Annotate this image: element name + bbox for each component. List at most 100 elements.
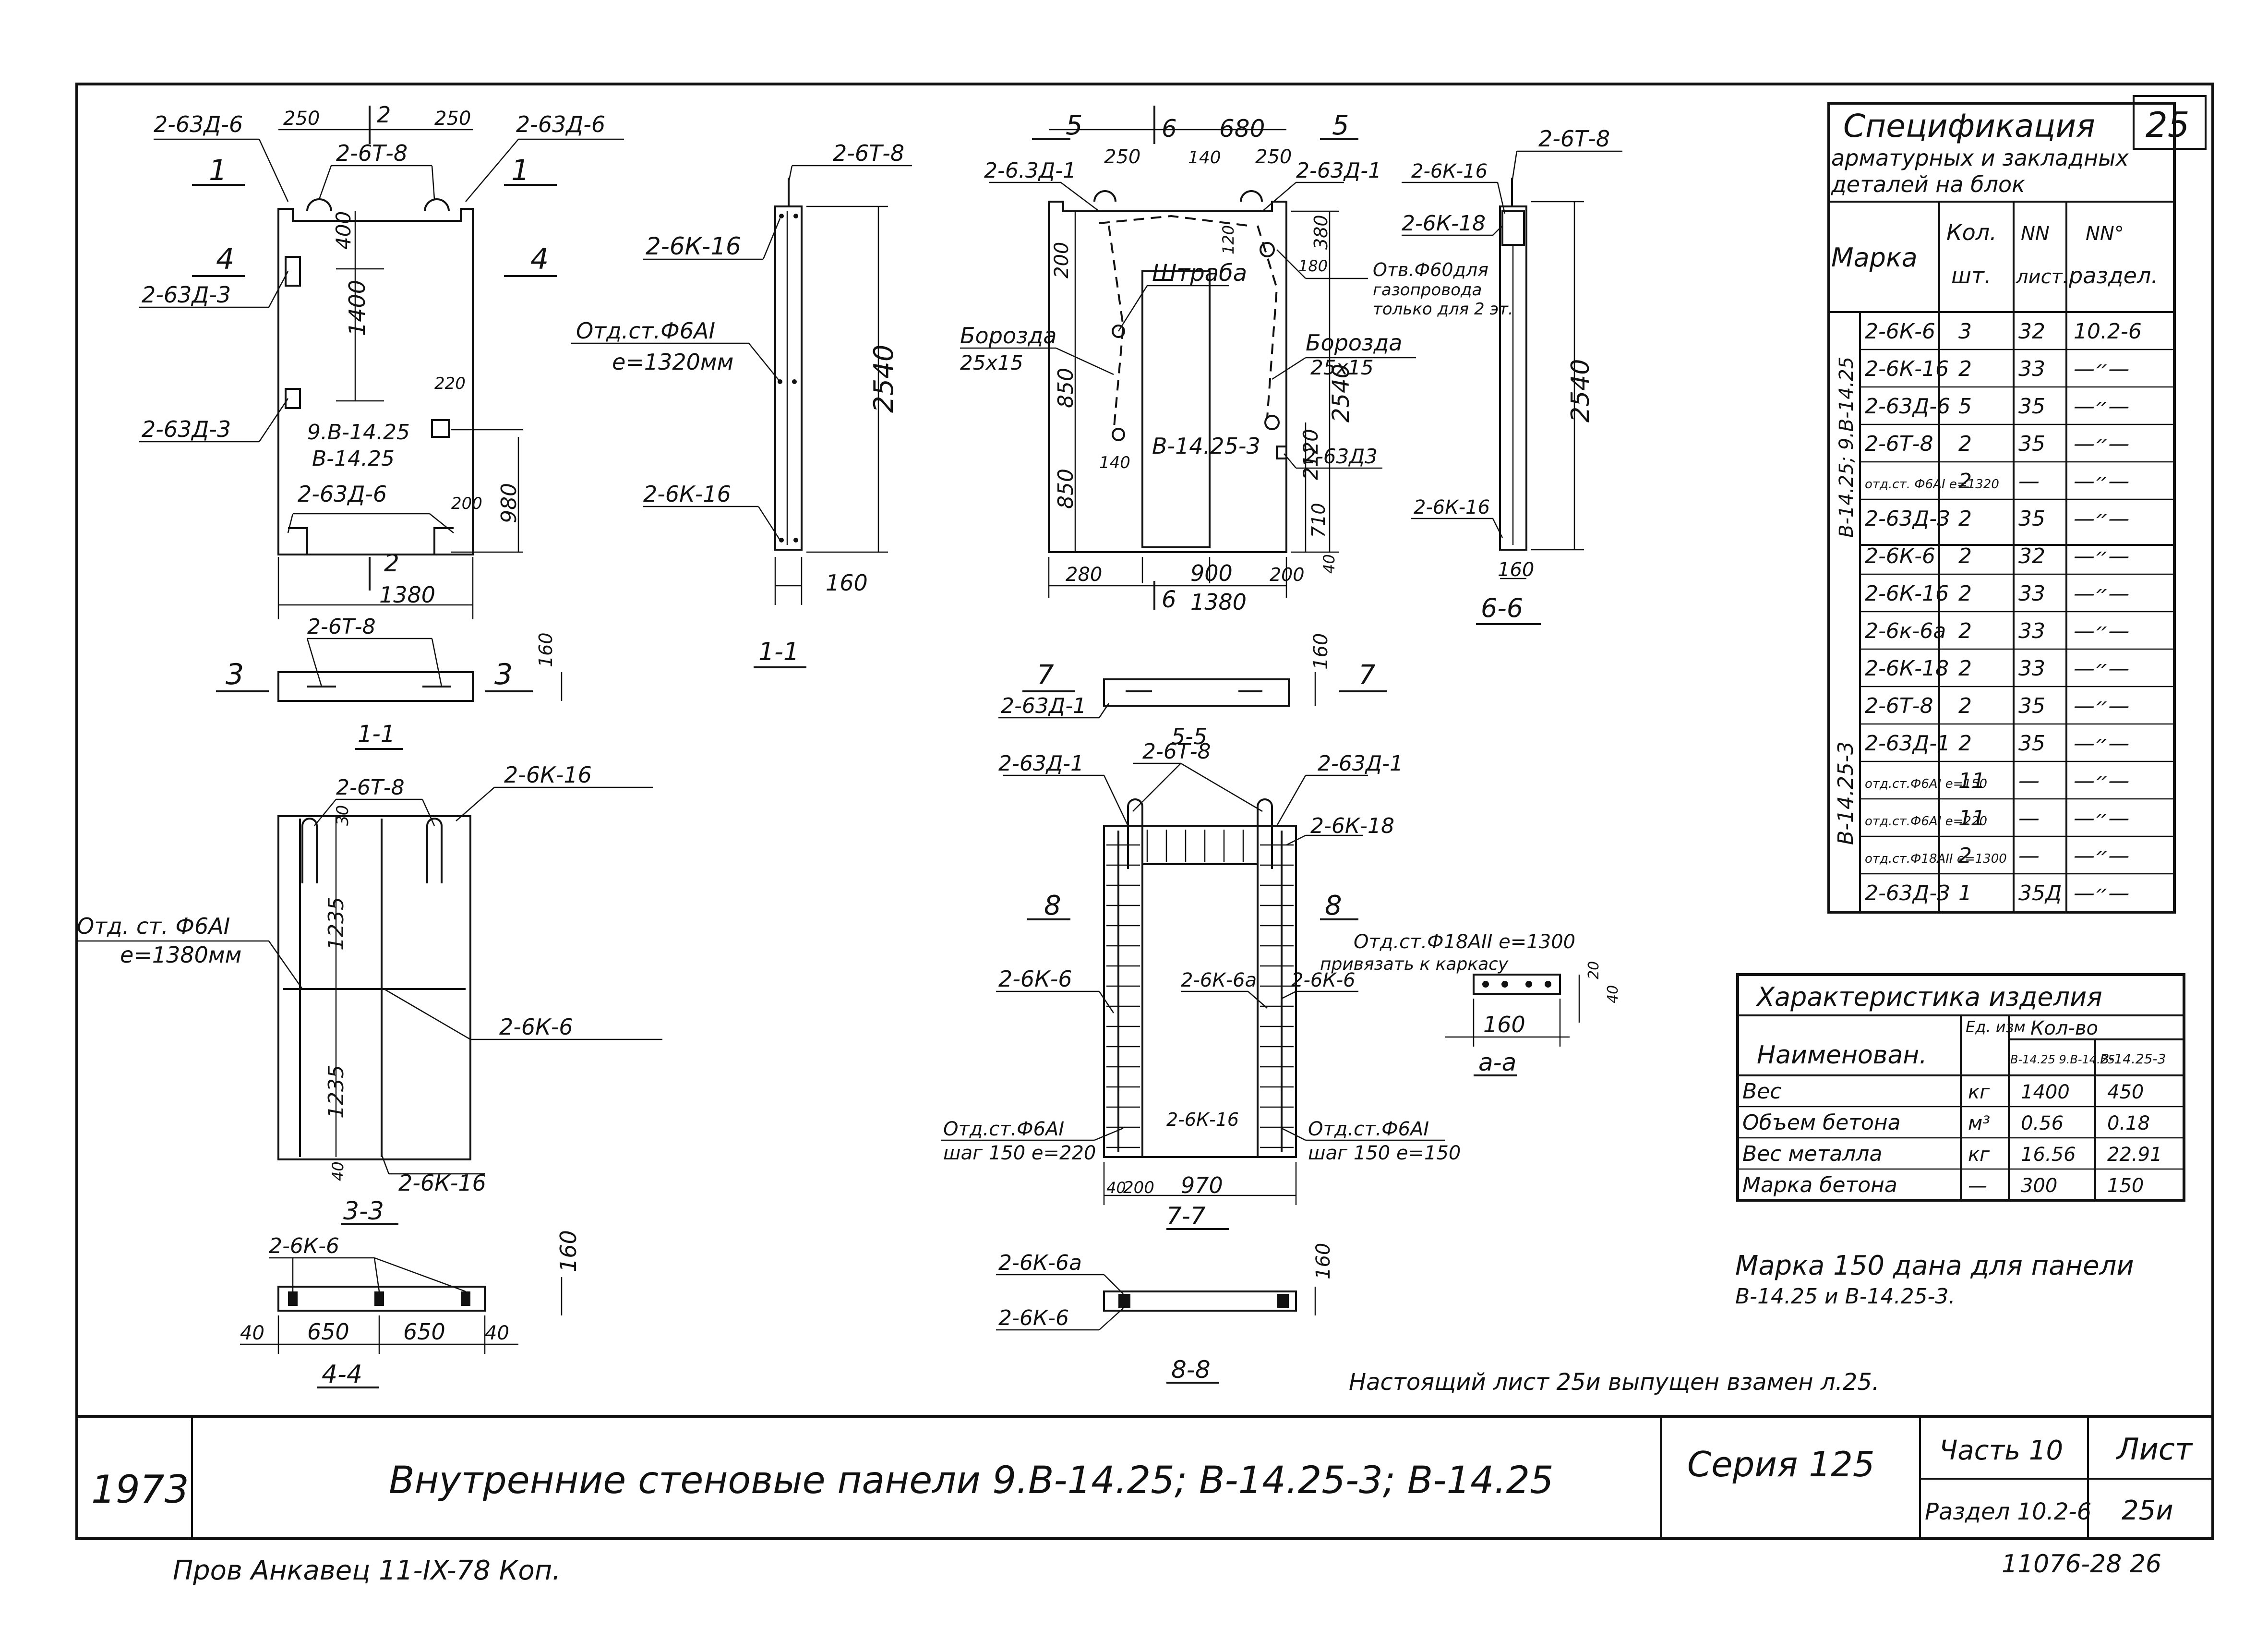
label-v66-t8: 2-6Т-8 xyxy=(1538,126,1610,152)
dim-160-e: 160 xyxy=(555,1230,581,1272)
dim-20: 20 xyxy=(1585,961,1602,979)
view-name-1-1: 1-1 xyxy=(358,721,395,748)
spec-cell: 2 xyxy=(1958,469,1972,494)
spec-cell: 32 xyxy=(2018,319,2045,344)
cage-stirrups xyxy=(1106,830,1294,1148)
view-name-6-6: 6-6 xyxy=(1481,593,1523,623)
view-name-1-1-tall: 1-1 xyxy=(758,638,799,666)
spec-cell: — xyxy=(2018,769,2040,793)
label-v11-k16b: 2-6К-16 xyxy=(643,481,731,507)
label-p1-name2: В-14.25 xyxy=(312,446,395,471)
cut-6-top: 6 xyxy=(1162,115,1177,143)
spec-cell: 10.2-6 xyxy=(2074,319,2142,344)
label-v55-d1a: 2-63Д-1 xyxy=(998,751,1084,776)
spec-cell: —״— xyxy=(2074,769,2129,793)
spec-cell: 2-6Т-8 xyxy=(1865,694,1933,718)
label-p2-hole: Отв.Ф60для xyxy=(1373,259,1488,280)
spec-cell: 2 xyxy=(1958,581,1972,606)
label-p1-top: 2-6Т-8 xyxy=(336,140,408,166)
spec-cell: 2 xyxy=(1958,844,1972,868)
label-v11-rod-len: е=1320мм xyxy=(612,349,733,375)
spec-cell: 35 xyxy=(2018,432,2045,456)
char-header-qty: Кол-во xyxy=(2030,1017,2098,1039)
spec-cell: 35 xyxy=(2018,506,2045,531)
sheet-number-box xyxy=(2133,95,2207,150)
char-cell: кг xyxy=(1968,1081,1990,1103)
title-section: Раздел 10.2-6 xyxy=(1925,1498,2091,1525)
label-p1-tr: 2-63Д-6 xyxy=(516,111,605,137)
cut-1-right: 1 xyxy=(511,154,529,187)
dim-970: 970 xyxy=(1181,1172,1223,1198)
dim-2540-b: 2540 xyxy=(1328,364,1355,422)
footer-archive-number: 11076-28 26 xyxy=(2002,1550,2161,1579)
dim-200-c: 200 xyxy=(1051,242,1073,278)
spec-cell: 33 xyxy=(2018,357,2045,381)
label-v88-k6a: 2-6К-6а xyxy=(998,1251,1082,1275)
view-name-7-7: 7-7 xyxy=(1166,1202,1206,1230)
dim-250d: 250 xyxy=(1255,146,1292,168)
view-name-4-4: 4-4 xyxy=(322,1360,362,1389)
spec-cell: —״— xyxy=(2074,844,2129,868)
char-cell: Вес xyxy=(1742,1079,1781,1104)
char-cell: Объем бетона xyxy=(1742,1110,1901,1135)
dim-650a: 650 xyxy=(307,1319,349,1345)
char-header-unit: Ед. изм xyxy=(1966,1018,2026,1036)
section-6-6 xyxy=(1402,150,1622,625)
sheet-frame xyxy=(75,83,2214,1540)
spec-header-sht: шт. xyxy=(1951,263,1992,289)
spec-cell: —״— xyxy=(2074,881,2129,905)
spec-cell: 2 xyxy=(1958,731,1972,756)
char-header-col1: В-14.25 9.В-14.25 xyxy=(2010,1053,2115,1066)
label-p1-d3a: 2-63Д-3 xyxy=(142,282,231,308)
label-p1-d3b: 2-63Д-3 xyxy=(142,416,231,442)
spec-cell: 35Д xyxy=(2018,881,2062,905)
dim-200-b: 200 xyxy=(1270,564,1305,585)
dim-650b: 650 xyxy=(403,1319,445,1345)
char-cell: 0.18 xyxy=(2107,1112,2150,1134)
dim-40-b: 40 xyxy=(329,1161,347,1181)
dim-30: 30 xyxy=(333,805,352,826)
note-issue: Настоящий лист 25и выпущен взамен л.25. xyxy=(1349,1369,1879,1396)
spec-header-kol: Кол. xyxy=(1946,219,1997,245)
label-p2-borozda-1-size: 25x15 xyxy=(960,351,1023,374)
spec-cell: —״— xyxy=(2074,619,2129,643)
dim-250c: 250 xyxy=(1104,146,1140,168)
cut-4-left: 4 xyxy=(216,242,234,276)
spec-cell: — xyxy=(2018,469,2040,494)
spec-cell: 2-63Д-3 xyxy=(1865,881,1950,905)
label-v55-k6a: 2-6К-6а xyxy=(1181,969,1257,991)
spec-cell: 2-6К-16 xyxy=(1865,581,1949,606)
dim-220: 220 xyxy=(434,374,466,393)
label-vb-rod: Отд. ст. Ф6АI xyxy=(77,913,230,939)
label-p2-borozda-2-size: 25x15 xyxy=(1310,356,1374,379)
label-vb-t8: 2-6Т-8 xyxy=(336,775,405,800)
dim-280: 280 xyxy=(1066,564,1102,586)
spec-header-marka: Марка xyxy=(1831,242,1918,273)
cut-8-left: 8 xyxy=(1044,890,1061,921)
char-cell: 1400 xyxy=(2021,1081,2070,1103)
spec-cell: — xyxy=(2018,806,2040,831)
spec-cell: 2-6К-6 xyxy=(1865,319,1935,344)
section-a-a xyxy=(1445,974,1580,1076)
label-p2-name: В-14.25-3 xyxy=(1152,433,1260,459)
label-v55-k6: 2-6К-6 xyxy=(998,966,1072,992)
spec-cell: 33 xyxy=(2018,656,2045,681)
dim-1380: 1380 xyxy=(379,582,435,608)
spec-cell: 2-6к-6а xyxy=(1865,619,1946,643)
dim-900: 900 xyxy=(1190,560,1233,586)
dim-40-c: 40 xyxy=(240,1322,264,1344)
label-p2-borozda-1: Борозда xyxy=(960,323,1057,349)
dim-400: 400 xyxy=(332,211,355,250)
dim-250b: 250 xyxy=(434,108,471,130)
spec-cell: 2-6К-6 xyxy=(1865,544,1935,568)
dim-140-b: 140 xyxy=(1099,453,1130,472)
spec-cell: отд.ст.Ф18АII е=1300 xyxy=(1865,852,2007,866)
spec-cell: 2 xyxy=(1958,432,1972,456)
dim-2540-c: 2540 xyxy=(1566,359,1595,422)
dim-710: 710 xyxy=(1308,503,1329,538)
label-v55-rod-right-2: шаг 150 е=150 xyxy=(1308,1142,1461,1164)
spec-cell: 1 xyxy=(1958,881,1972,905)
cut-4-right: 4 xyxy=(530,242,549,276)
label-v55-rod-right: Отд.ст.Ф6АI xyxy=(1308,1118,1429,1140)
dim-180: 180 xyxy=(1298,257,1328,275)
